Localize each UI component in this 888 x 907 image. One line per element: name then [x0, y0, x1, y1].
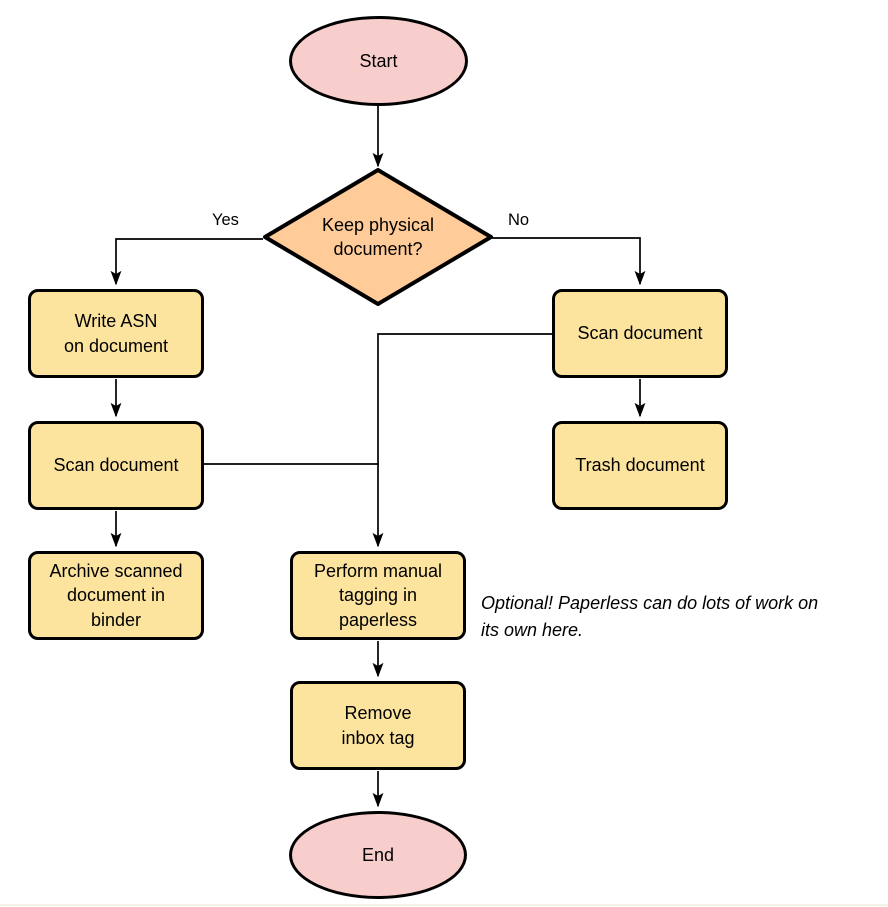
edge-scanright-perform	[378, 333, 552, 546]
remove-inbox-tag-node: Remove inbox tag	[290, 681, 466, 770]
start-node: Start	[289, 16, 468, 106]
trash-document-node: Trash document	[552, 421, 728, 510]
optional-annotation: Optional! Paperless can do lots of work …	[481, 593, 819, 640]
page-bottom-edge	[0, 904, 888, 906]
write-asn-node: Write ASN on document	[28, 289, 204, 378]
diamond-shape	[263, 168, 493, 306]
manual-tagging-node: Perform manual tagging in paperless	[290, 551, 466, 640]
scan-document-left-node: Scan document	[28, 421, 204, 510]
scan-document-right-node: Scan document	[552, 289, 728, 378]
yes-edge-label: Yes	[212, 211, 239, 229]
edge-decision-writeasn	[116, 238, 263, 284]
decision-node: Keep physical document?	[261, 168, 495, 306]
archive-node: Archive scanned document in binder	[28, 551, 204, 640]
end-node: End	[289, 811, 467, 899]
edge-decision-scanright	[492, 237, 640, 284]
no-edge-label: No	[508, 211, 530, 229]
decision-label: Keep physical document?	[321, 214, 435, 259]
